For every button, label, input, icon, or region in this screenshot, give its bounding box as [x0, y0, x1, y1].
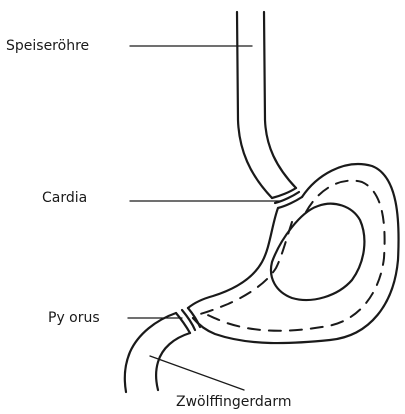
duodenum-label: Zwölffingerdarm	[176, 394, 292, 410]
duodenum-leader-line	[150, 356, 244, 390]
pylorus-sphincter	[176, 308, 200, 333]
esophagus-tube	[237, 12, 296, 198]
cardia-label: Cardia	[42, 190, 87, 206]
cardia-sphincter	[272, 188, 302, 208]
esophagus-label: Speiseröhre	[6, 38, 89, 54]
pylorus-label: Py orus	[48, 310, 100, 326]
stomach-inner-contour	[271, 204, 364, 300]
duodenum-tube	[125, 313, 190, 392]
